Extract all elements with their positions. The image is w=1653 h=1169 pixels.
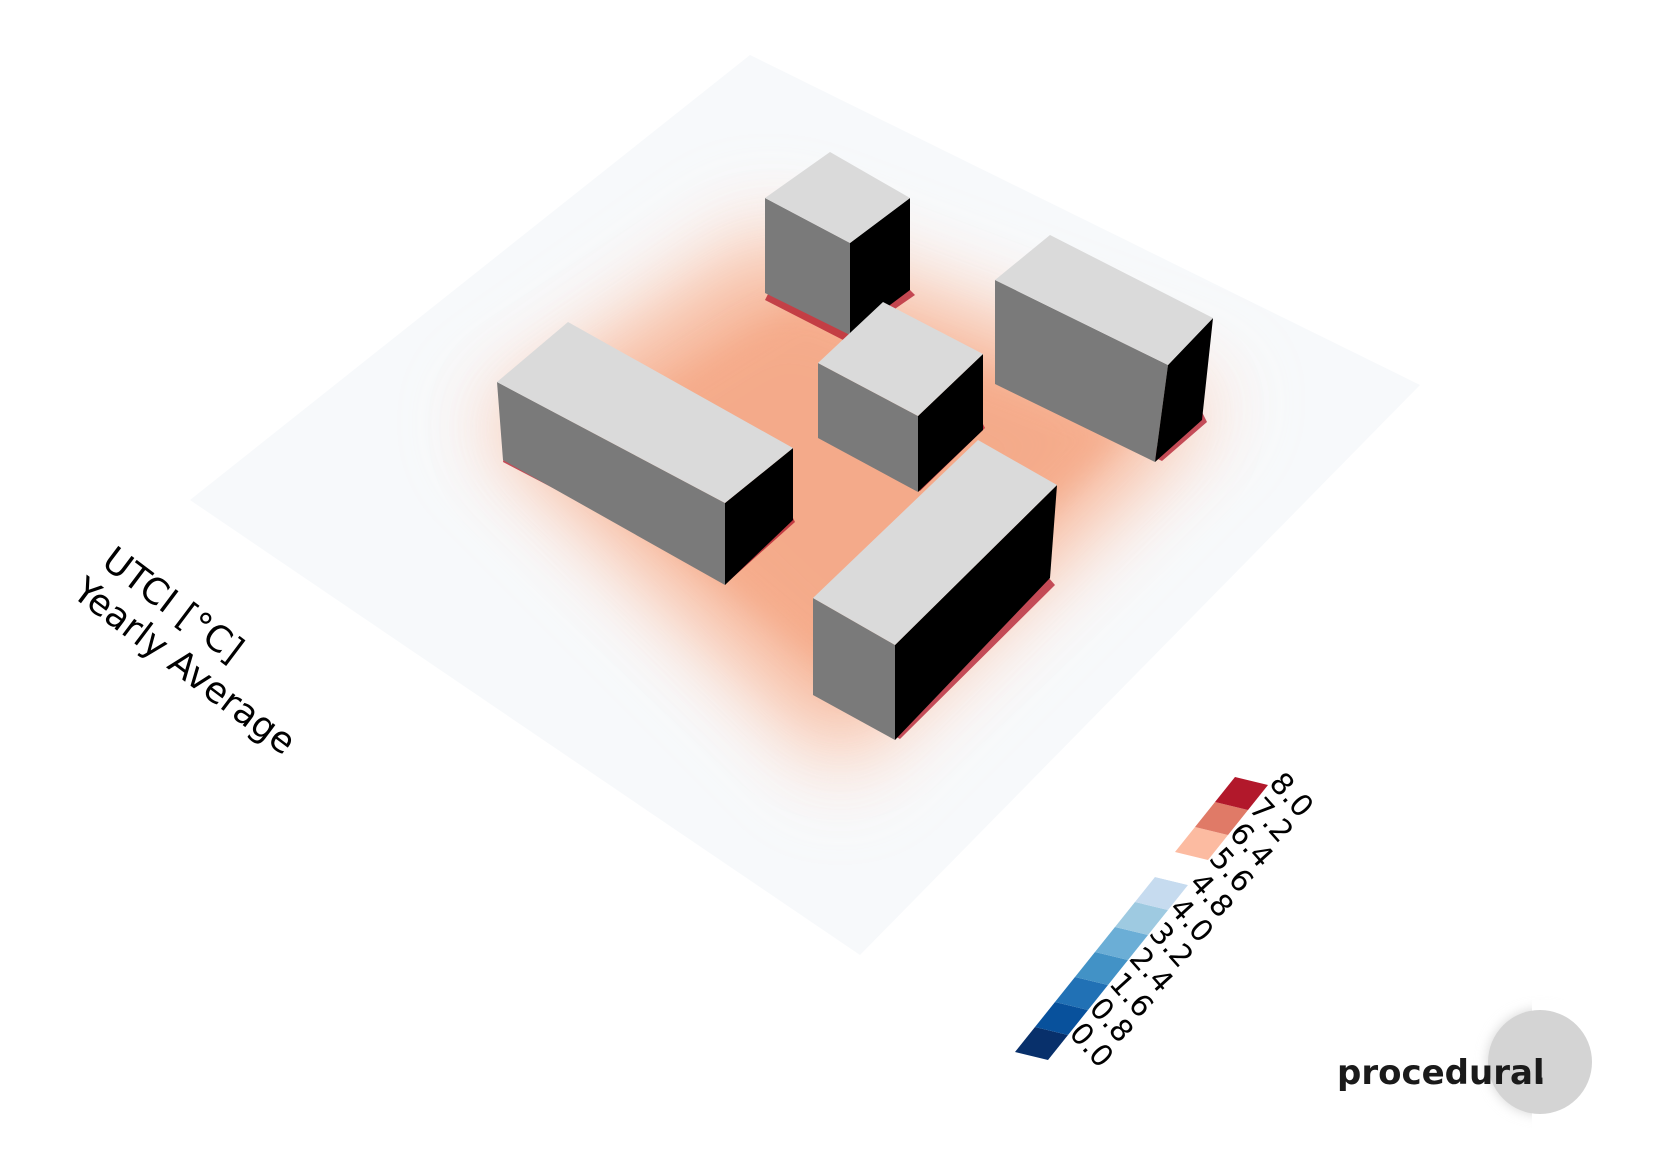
utci-legend: 0.00.81.62.43.24.04.85.66.47.28.0	[1015, 766, 1320, 1075]
logo-circle	[1488, 1010, 1592, 1114]
building-east-front	[995, 280, 1168, 462]
building-west-side	[725, 448, 793, 585]
legend-swatch	[1115, 902, 1168, 935]
building-north-roof	[765, 152, 910, 243]
building-center	[818, 302, 983, 492]
legend-swatch	[1195, 802, 1248, 835]
legend-swatch	[1155, 852, 1208, 885]
legend-swatch	[1175, 827, 1228, 860]
logo-dot: .	[1533, 1053, 1546, 1093]
building-center-roof	[818, 302, 983, 416]
building-north-front	[765, 198, 850, 335]
building-south-roof	[813, 440, 1057, 645]
diagram-title: UTCI [°C] Yearly Average	[65, 539, 304, 763]
legend-swatch	[1035, 1002, 1088, 1035]
building-east-roof	[995, 235, 1213, 365]
building-center-front	[818, 363, 918, 492]
legend-swatch	[1135, 877, 1188, 910]
building-north	[765, 152, 910, 335]
building-west-front	[497, 382, 725, 585]
building-west-roof	[497, 322, 793, 503]
legend-swatch	[1095, 927, 1148, 960]
building-south	[813, 440, 1057, 740]
building-south-front	[813, 598, 895, 740]
building-west	[497, 322, 793, 585]
building-east	[995, 235, 1213, 462]
legend-swatch	[1055, 977, 1108, 1010]
legend-swatch	[1015, 1027, 1068, 1060]
building-north-side	[850, 198, 910, 335]
building-south-side	[895, 485, 1057, 740]
procedural-logo: procedural .	[1337, 1000, 1653, 1140]
logo-text: procedural	[1337, 1053, 1545, 1093]
legend-swatch	[1215, 777, 1268, 810]
legend-swatch	[1075, 952, 1128, 985]
building-east-side	[1155, 318, 1213, 462]
building-center-side	[918, 354, 983, 492]
